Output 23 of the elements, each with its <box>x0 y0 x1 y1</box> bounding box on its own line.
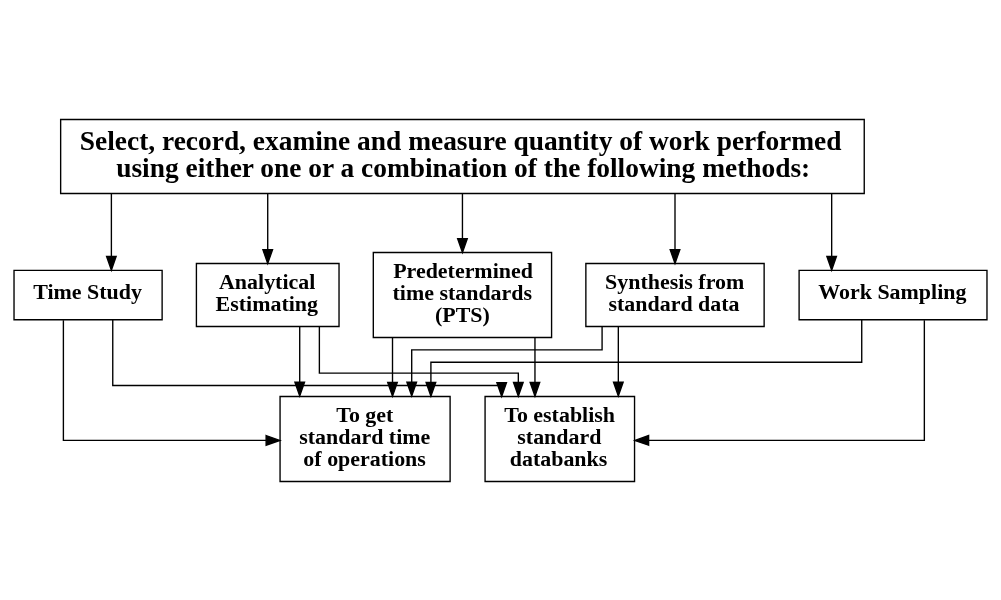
node-box: To establish standard databanks <box>484 395 636 482</box>
arrow <box>529 336 541 398</box>
arrow <box>825 192 838 272</box>
node-box: Analytical Estimating <box>195 262 340 327</box>
arrow <box>105 192 118 272</box>
node-box: To get standard time of operations <box>279 395 451 482</box>
node-box: Predetermined time standards (PTS) <box>372 251 553 338</box>
arrow <box>612 325 625 398</box>
arrow <box>112 318 508 398</box>
arrow <box>632 319 926 446</box>
arrow <box>405 325 603 398</box>
arrow <box>62 319 282 446</box>
node-box: Time Study <box>13 269 163 320</box>
arrow <box>386 336 399 398</box>
arrow <box>425 318 863 398</box>
arrow <box>456 192 469 254</box>
node-box: Select, record, examine and measure quantity of work performed using either one or a combination of the following methods: <box>59 118 865 194</box>
arrow <box>669 192 681 265</box>
arrow <box>261 192 274 265</box>
node-box: Work Sampling <box>798 269 988 320</box>
arrow <box>293 325 306 398</box>
arrow <box>318 325 525 398</box>
node-box: Synthesis from standard data <box>585 262 765 327</box>
